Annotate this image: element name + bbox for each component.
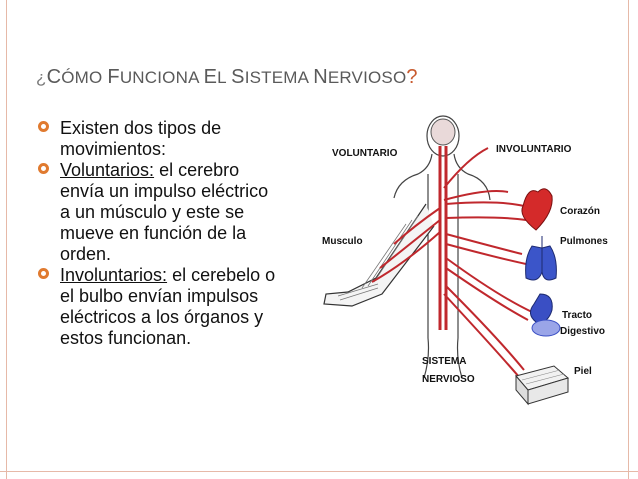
lungs-icon xyxy=(525,236,557,281)
label-piel: Piel xyxy=(574,366,592,377)
title-w3-initial: E xyxy=(203,66,218,88)
spinal-cord xyxy=(438,146,448,330)
frame-line-bottom xyxy=(0,471,638,472)
title-close-mark: ? xyxy=(406,66,418,88)
slide-title: ¿CÓMO FUNCIONA EL SISTEMA NERVIOSO? xyxy=(36,66,418,89)
title-w1-initial: C xyxy=(46,66,62,88)
bullet-text: el cerebro envía un impulso eléctrico a … xyxy=(60,160,269,264)
label-musculo: Musculo xyxy=(322,236,363,247)
bullet-ring-icon xyxy=(38,121,49,132)
bullet-list: Existen dos tipos de movimientos: Volunt… xyxy=(38,118,278,349)
title-w4-initial: S xyxy=(231,66,245,88)
frame-line-right xyxy=(628,0,629,479)
title-w2-initial: F xyxy=(107,66,120,88)
bullet-item-voluntarios: Voluntarios: el cerebro envía un impulso… xyxy=(38,160,278,265)
label-voluntario: VOLUNTARIO xyxy=(332,148,398,159)
label-nervioso: NERVIOSO xyxy=(422,374,475,385)
label-involuntario: INVOLUNTARIO xyxy=(496,144,572,155)
nerve-lines xyxy=(371,147,533,379)
bullet-text: el cerebelo o el bulbo envían impulsos e… xyxy=(60,265,276,348)
body-outline xyxy=(393,115,491,379)
digestive-tract-icon xyxy=(530,293,561,337)
label-corazon: Corazón xyxy=(560,206,600,217)
bullet-ring-icon xyxy=(38,163,49,174)
bullet-item-involuntarios: Involuntarios: el cerebelo o el bulbo en… xyxy=(38,265,278,349)
title-w4-rest: ISTEMA xyxy=(244,68,309,87)
bullet-term: Voluntarios: xyxy=(60,160,155,180)
title-w1-rest: ÓMO xyxy=(61,68,103,87)
heart-icon xyxy=(521,188,553,231)
frame-line-left xyxy=(6,0,7,479)
label-pulmones: Pulmones xyxy=(560,236,608,247)
skin-block-icon xyxy=(515,365,570,406)
title-w3-rest: L xyxy=(217,68,227,87)
brain-icon xyxy=(430,118,456,146)
label-sistema: SISTEMA xyxy=(422,356,466,367)
nervous-system-diagram: VOLUNTARIO INVOLUNTARIO Musculo Corazón … xyxy=(322,115,608,406)
bullet-term: Involuntarios: xyxy=(60,265,168,285)
title-w5-initial: N xyxy=(313,66,328,88)
arm-illustration xyxy=(323,203,435,307)
bullet-item-movimientos: Existen dos tipos de movimientos: xyxy=(38,118,278,160)
title-open-mark: ¿ xyxy=(36,68,47,87)
title-w2-rest: UNCIONA xyxy=(119,68,199,87)
bullet-ring-icon xyxy=(38,268,49,279)
bullet-text: Existen dos tipos de movimientos: xyxy=(60,118,222,159)
label-tracto: Tracto xyxy=(562,310,592,321)
label-digestivo: Digestivo xyxy=(560,326,605,337)
title-w5-rest: ERVIOSO xyxy=(327,68,407,87)
